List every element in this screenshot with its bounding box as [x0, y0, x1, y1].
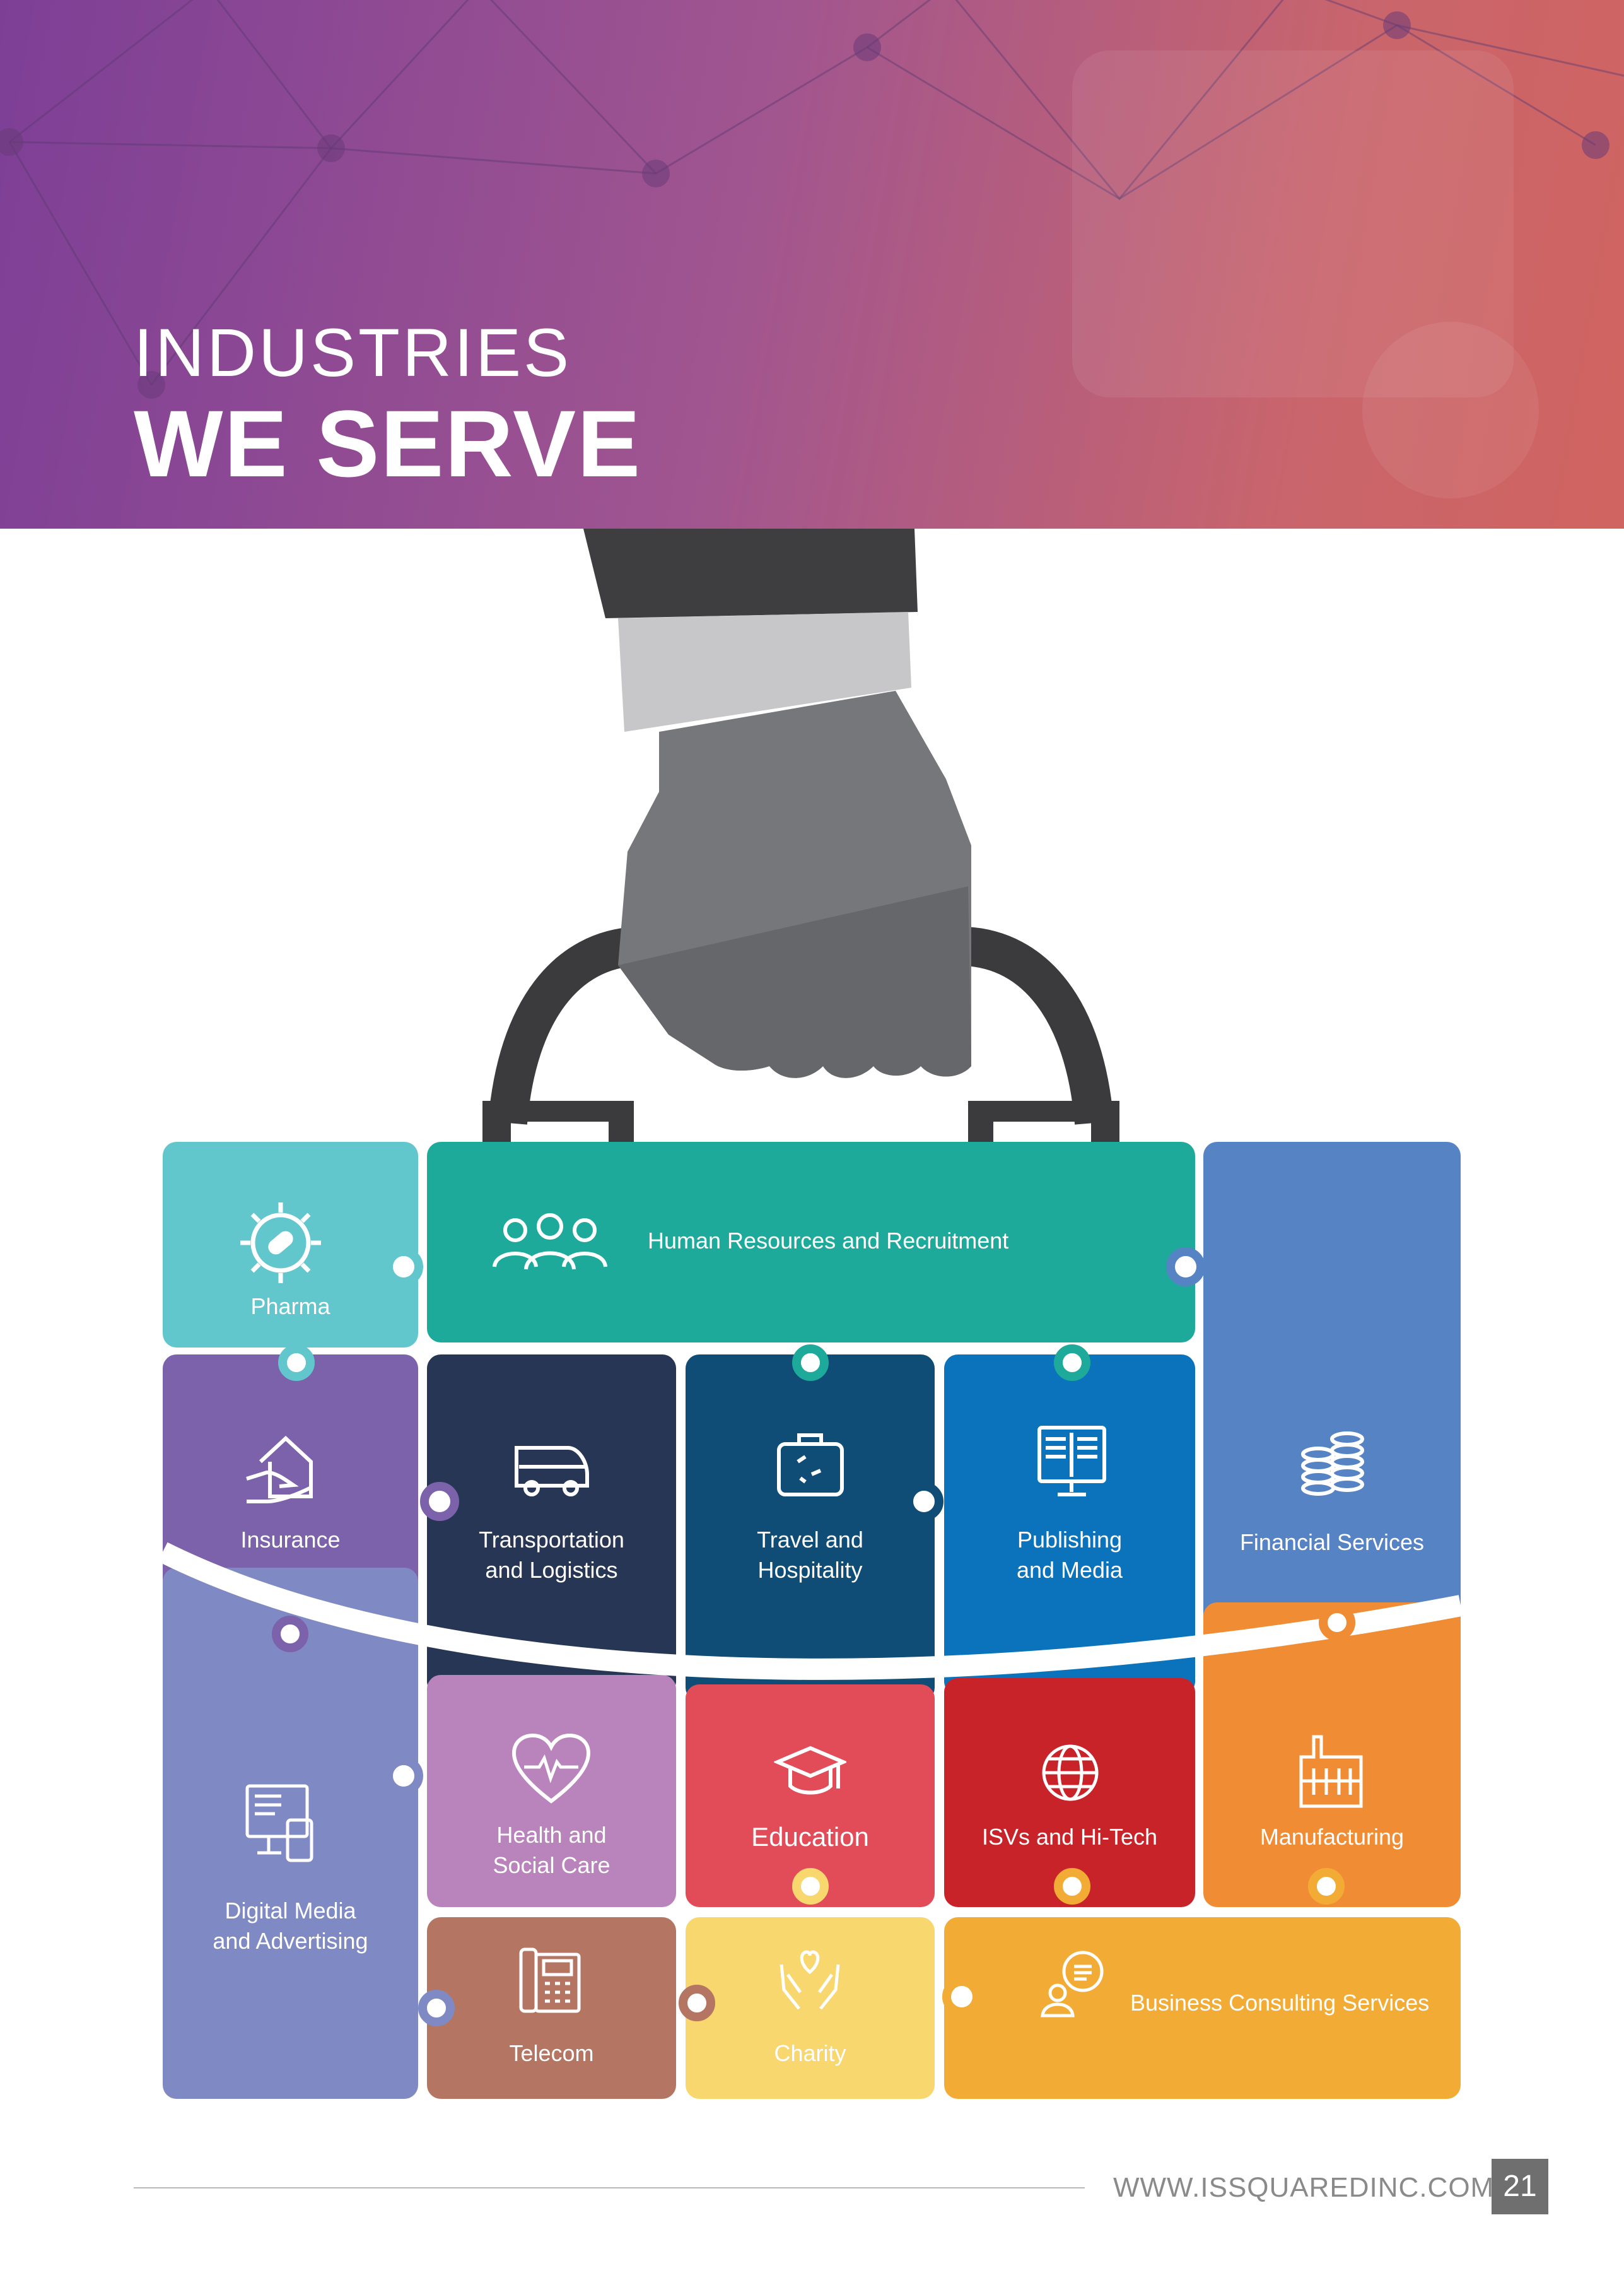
- tile-isvs[interactable]: ISVs and Hi-Tech: [944, 1678, 1195, 1907]
- van-icon: [515, 1446, 589, 1496]
- footer-website[interactable]: WWW.ISSQUAREDINC.COM: [1113, 2172, 1495, 2203]
- title-industries: INDUSTRIES: [134, 314, 572, 391]
- tile-education[interactable]: Education: [686, 1684, 935, 1907]
- handle-bracket-left: [482, 1101, 634, 1143]
- label-digital-media: Digital Media and Advertising: [213, 1898, 368, 1954]
- tile-business-consulting[interactable]: Business Consulting Services: [944, 1917, 1461, 2099]
- footer-rule: [134, 2187, 1085, 2188]
- tile-transportation[interactable]: Transportation and Logistics: [427, 1354, 676, 1695]
- tile-manufacturing[interactable]: Manufacturing: [1203, 1602, 1461, 1907]
- globe-icon: [1042, 1744, 1099, 1801]
- label-health: Health and Social Care: [493, 1822, 610, 1878]
- graduation-cap-icon: [774, 1746, 846, 1795]
- label-education: Education: [751, 1822, 869, 1852]
- shirt-cuff: [618, 612, 911, 732]
- label-human-resources: Human Resources and Recruitment: [648, 1228, 1009, 1254]
- header-banner: INDUSTRIES WE SERVE: [0, 0, 1624, 529]
- label-travel: Travel and Hospitality: [757, 1527, 863, 1583]
- factory-icon: [1299, 1735, 1363, 1808]
- tile-charity[interactable]: Charity: [686, 1917, 935, 2099]
- suitcase-icon: [777, 1433, 844, 1496]
- label-transportation: Transportation and Logistics: [479, 1527, 624, 1583]
- tile-publishing[interactable]: Publishing and Media: [944, 1354, 1195, 1695]
- network-background: [0, 0, 1624, 498]
- label-telecom: Telecom: [509, 2040, 594, 2066]
- monitor-book-icon: [1037, 1426, 1106, 1496]
- tile-telecom[interactable]: Telecom: [427, 1917, 676, 2099]
- title-we-serve: WE SERVE: [134, 391, 642, 496]
- people-icon: [493, 1213, 607, 1270]
- heart-pulse-icon: [511, 1733, 591, 1804]
- label-charity: Charity: [774, 2040, 846, 2066]
- tile-travel[interactable]: Travel and Hospitality: [686, 1354, 935, 1701]
- label-insurance: Insurance: [240, 1527, 341, 1553]
- house-hand-icon: [246, 1435, 313, 1503]
- label-manufacturing: Manufacturing: [1259, 1824, 1405, 1850]
- label-pharma: Pharma: [250, 1293, 330, 1319]
- telephone-icon: [519, 1947, 581, 2013]
- suit-sleeve: [583, 529, 918, 618]
- consultant-icon: [1041, 1951, 1104, 2018]
- tile-financial[interactable]: Financial Services: [1203, 1142, 1461, 1665]
- pharma-gear-icon: [240, 1202, 321, 1283]
- tile-health[interactable]: Health and Social Care: [427, 1675, 676, 1907]
- label-publishing: Publishing and Media: [1016, 1527, 1123, 1583]
- tile-pharma[interactable]: Pharma: [163, 1142, 418, 1348]
- devices-icon: [245, 1784, 313, 1862]
- label-business-consulting: Business Consulting Services: [1130, 1990, 1430, 2016]
- coins-icon: [1301, 1431, 1364, 1496]
- hands-heart-icon: [780, 1950, 840, 2010]
- label-financial: Financial Services: [1239, 1529, 1425, 1555]
- page-number: 21: [1492, 2159, 1548, 2214]
- tile-digital-media[interactable]: Digital Media and Advertising: [163, 1568, 418, 2099]
- label-isvs: ISVs and Hi-Tech: [981, 1824, 1158, 1850]
- tile-human-resources[interactable]: Human Resources and Recruitment: [427, 1142, 1195, 1342]
- handle-bracket-right: [968, 1101, 1119, 1143]
